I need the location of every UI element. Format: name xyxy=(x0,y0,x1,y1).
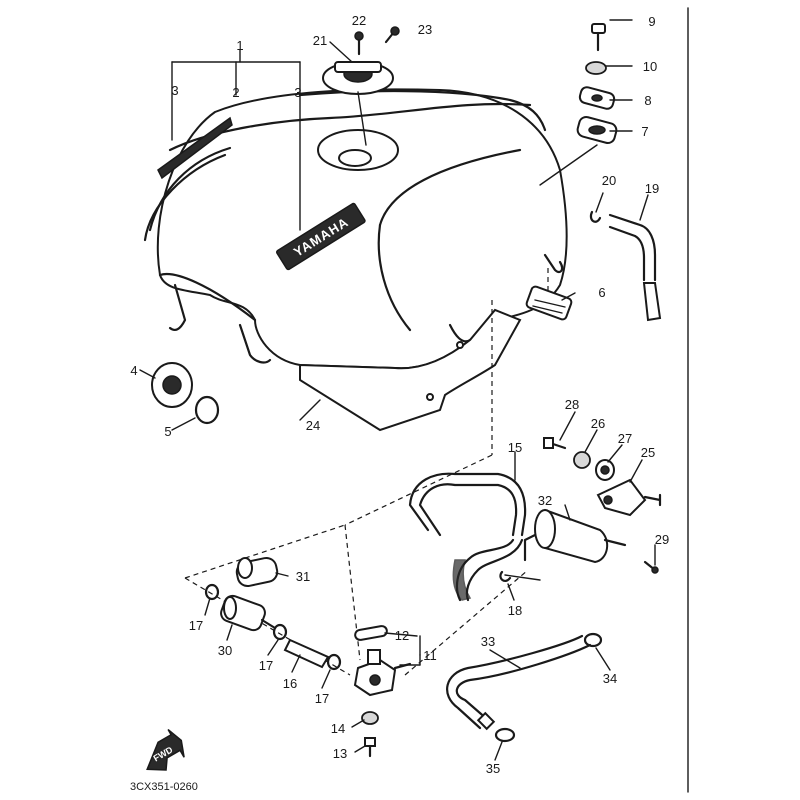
callout-15: 15 xyxy=(508,440,522,455)
callout-23: 23 xyxy=(418,22,432,37)
callout-1: 1 xyxy=(236,38,243,53)
damper-27 xyxy=(595,459,615,481)
screw-13 xyxy=(364,737,376,758)
callout-18: 18 xyxy=(508,603,522,618)
callout-14: 14 xyxy=(331,721,345,736)
callout-22: 22 xyxy=(352,13,366,28)
callout-24: 24 xyxy=(306,418,320,433)
callout-30: 30 xyxy=(218,643,232,658)
fuel-pump-32 xyxy=(523,508,627,564)
clip-34 xyxy=(583,632,603,648)
clip-35 xyxy=(494,727,516,743)
callout-8: 8 xyxy=(644,93,651,108)
fuel-filter-30 xyxy=(220,594,277,632)
hose-16 xyxy=(283,638,330,669)
gasket-12 xyxy=(354,625,388,641)
callout-31: 31 xyxy=(296,569,310,584)
callout-33: 33 xyxy=(481,634,495,649)
callout-25: 25 xyxy=(641,445,655,460)
ring-5 xyxy=(194,395,220,425)
callout-21: 21 xyxy=(313,33,327,48)
callout-19: 19 xyxy=(645,181,659,196)
breather-hose-19 xyxy=(608,213,662,322)
fuel-hose-15 xyxy=(408,472,527,602)
clip-20 xyxy=(589,210,602,223)
callout-28: 28 xyxy=(565,397,579,412)
clip-18 xyxy=(499,570,512,582)
screw-29 xyxy=(643,560,659,574)
screw-23 xyxy=(384,26,400,44)
callout-3-left: 3 xyxy=(171,83,178,98)
callout-labels: 1 2 3 3 4 5 6 7 8 9 10 11 12 13 14 15 16… xyxy=(130,13,669,776)
damper-8 xyxy=(578,86,616,110)
damper-7 xyxy=(576,115,618,145)
callout-20: 20 xyxy=(602,173,616,188)
damper-6 xyxy=(525,285,573,321)
callout-17-b: 17 xyxy=(259,658,273,673)
washer-14 xyxy=(361,711,379,725)
nut-10 xyxy=(585,61,607,75)
callout-26: 26 xyxy=(591,416,605,431)
collar-26 xyxy=(573,451,591,469)
leader-lines xyxy=(139,19,656,761)
callout-4: 4 xyxy=(130,363,137,378)
callout-9: 9 xyxy=(648,14,655,29)
forward-arrow: FWD xyxy=(146,728,185,771)
bracket-25 xyxy=(596,478,662,517)
grommet-4 xyxy=(151,362,193,408)
fuel-cock-11 xyxy=(353,649,412,697)
clip-17-a xyxy=(204,583,220,601)
callout-3-right: 3 xyxy=(294,85,301,100)
screw-22 xyxy=(354,31,364,56)
callout-12: 12 xyxy=(395,628,409,643)
damper-31 xyxy=(235,556,279,588)
callout-5: 5 xyxy=(164,424,171,439)
callout-6: 6 xyxy=(598,285,605,300)
callout-17-c: 17 xyxy=(315,691,329,706)
hose-33 xyxy=(446,634,592,731)
callout-34: 34 xyxy=(603,671,617,686)
clip-17-b xyxy=(272,623,288,641)
callout-2: 2 xyxy=(232,85,239,100)
callout-13: 13 xyxy=(333,746,347,761)
bolt-9 xyxy=(591,23,606,52)
callout-17-a: 17 xyxy=(189,618,203,633)
callout-27: 27 xyxy=(618,431,632,446)
callout-11: 11 xyxy=(423,648,437,663)
fuel-tank xyxy=(143,88,568,370)
fuel-cap-assembly xyxy=(322,61,394,146)
callout-7: 7 xyxy=(641,124,648,139)
callout-29: 29 xyxy=(655,532,669,547)
bolt-28 xyxy=(543,437,567,450)
callout-35: 35 xyxy=(486,761,500,776)
callout-10: 10 xyxy=(643,59,657,74)
callout-32: 32 xyxy=(538,493,552,508)
heat-shield-plate xyxy=(299,308,522,432)
callout-16: 16 xyxy=(283,676,297,691)
drawing-code: 3CX351-0260 xyxy=(130,781,198,793)
clip-17-c xyxy=(326,653,342,671)
